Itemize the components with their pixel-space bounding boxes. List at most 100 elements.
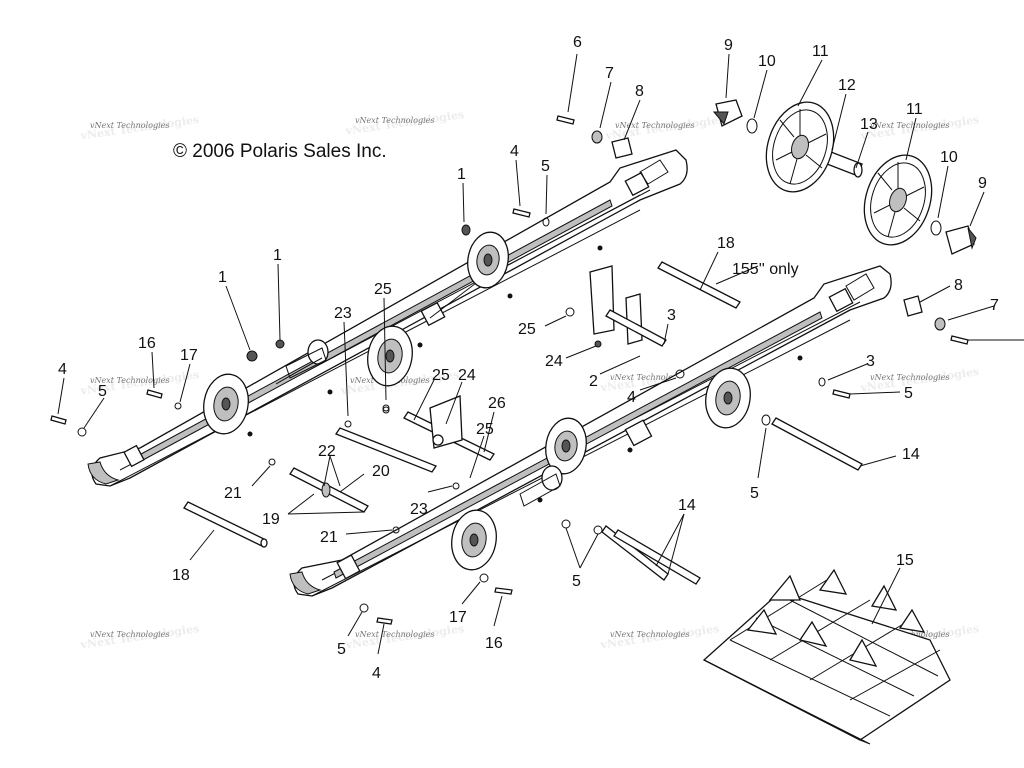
nut-plate: [903, 295, 923, 317]
watermark: vNext Technologies vNext Technologies: [79, 368, 200, 398]
limiter-strap-bracket: [275, 339, 329, 385]
nut-plate: [611, 137, 633, 159]
svg-text:vNext Technologies: vNext Technologies: [90, 376, 169, 385]
callout-labels: 6 7 8 9 10 11 12 13 11 10 9 4 5 1 18 155…: [58, 34, 999, 682]
callout-1: 1: [273, 247, 282, 264]
callout-4: 4: [510, 143, 519, 160]
hardware-group: [461, 115, 969, 426]
callout-22: 22: [318, 443, 336, 460]
callout-10: 10: [940, 149, 958, 166]
callout-25: 25: [476, 421, 494, 438]
callout-23: 23: [334, 305, 352, 322]
callout-11: 11: [906, 101, 923, 118]
callout-16: 16: [138, 335, 156, 352]
callout-17: 17: [180, 347, 198, 364]
watermark-layer: vNext Technologies vNext Technologies vN…: [79, 108, 980, 652]
callout-10: 10: [758, 53, 776, 70]
idler-wheel: [705, 367, 751, 429]
callout-9: 9: [724, 37, 733, 54]
rear-axle-shaft: [183, 501, 267, 547]
bolt: [376, 617, 393, 625]
watermark: vNext Technologies vNext Technologies: [599, 622, 720, 652]
copyright-text: © 2006 Polaris Sales Inc.: [173, 141, 387, 162]
callout-25: 25: [374, 281, 392, 298]
drive-wheel: [765, 101, 835, 193]
callout-5: 3: [866, 353, 875, 370]
callout-3: 25: [432, 367, 450, 384]
callout-5: 5: [750, 485, 759, 502]
callout-8: 8: [635, 83, 644, 100]
callout-21: 21: [320, 529, 338, 546]
leader-lines: [57, 53, 1024, 655]
idler-wheel: [367, 325, 413, 387]
callout-5: 5: [98, 383, 107, 400]
callout-19: 19: [262, 511, 280, 528]
callout-4: 5: [904, 385, 913, 402]
bearing: [945, 225, 977, 255]
callout-26: 26: [488, 395, 506, 412]
watermark: vNext Technologies vNext Technologies: [604, 113, 725, 143]
center-bracket: [589, 265, 615, 335]
shafts: [183, 261, 863, 625]
washer: [818, 377, 826, 387]
svg-text:vNext Technologies: vNext Technologies: [355, 630, 434, 639]
bolt: [512, 208, 531, 218]
rear-axle-shaft: [657, 261, 741, 309]
center-pin: [605, 309, 667, 347]
washer: [934, 317, 946, 331]
callout-24: 24: [545, 353, 563, 370]
callout-8: 8: [954, 277, 963, 294]
cross-shaft: [335, 427, 437, 473]
washer: [930, 220, 942, 236]
washer: [761, 414, 771, 426]
svg-text:vNext Technologies: vNext Technologies: [610, 373, 689, 382]
callout-7: 7: [605, 65, 614, 82]
washer: [746, 118, 758, 134]
hardware-group-left: [50, 339, 390, 466]
callout-18: 18: [172, 567, 190, 584]
callout-1: 1: [218, 269, 227, 286]
callout-23: 23: [410, 501, 428, 518]
long-bolt: [613, 529, 701, 585]
idler-wheel: [545, 417, 587, 475]
callout-5: 5: [541, 158, 550, 175]
watermark: vNext Technologies vNext Technologies: [79, 622, 200, 652]
callout-18: 18: [717, 235, 735, 252]
svg-text:vNext Technologies: vNext Technologies: [870, 121, 949, 130]
center-bracket: [625, 293, 643, 345]
svg-text:vNext Technologies: vNext Technologies: [870, 373, 949, 382]
svg-text:vNext Technologies: vNext Technologies: [610, 630, 689, 639]
bolt: [950, 335, 969, 345]
svg-text:vNext Technologies: vNext Technologies: [90, 121, 169, 130]
limiter-strap-bracket: [519, 465, 563, 507]
note-155-only: 155'' only: [732, 261, 799, 278]
callout-13: 13: [860, 116, 878, 133]
watermark: vNext Technologies vNext Technologies: [344, 108, 465, 138]
washer: [542, 217, 550, 227]
drive-wheel: [863, 154, 933, 246]
long-bolt: [771, 417, 863, 471]
callout-3: 3: [667, 307, 676, 324]
callout-2: 2: [589, 373, 598, 390]
callout-24: 24: [458, 367, 476, 384]
svg-text:vNext Technologies: vNext Technologies: [615, 121, 694, 130]
callout-12: 12: [838, 77, 856, 94]
bolt: [494, 587, 513, 595]
callout-16: 16: [485, 635, 503, 652]
callout-5: 5: [572, 573, 581, 590]
drive-shaft-assembly: [712, 99, 977, 255]
callout-25: 4: [627, 389, 636, 406]
bolt: [556, 115, 575, 125]
callout-25: 25: [518, 321, 536, 338]
callout-14: 14: [678, 497, 696, 514]
callout-7: 7: [990, 297, 999, 314]
callout-21: 21: [224, 485, 242, 502]
bolt: [832, 389, 851, 399]
idler-wheel: [203, 373, 249, 435]
callout-4: 4: [372, 665, 381, 682]
svg-text:vNext Technologies: vNext Technologies: [90, 630, 169, 639]
callout-6: 6: [573, 34, 582, 51]
callout-11: 11: [812, 43, 829, 60]
callout-14: 14: [902, 446, 920, 463]
